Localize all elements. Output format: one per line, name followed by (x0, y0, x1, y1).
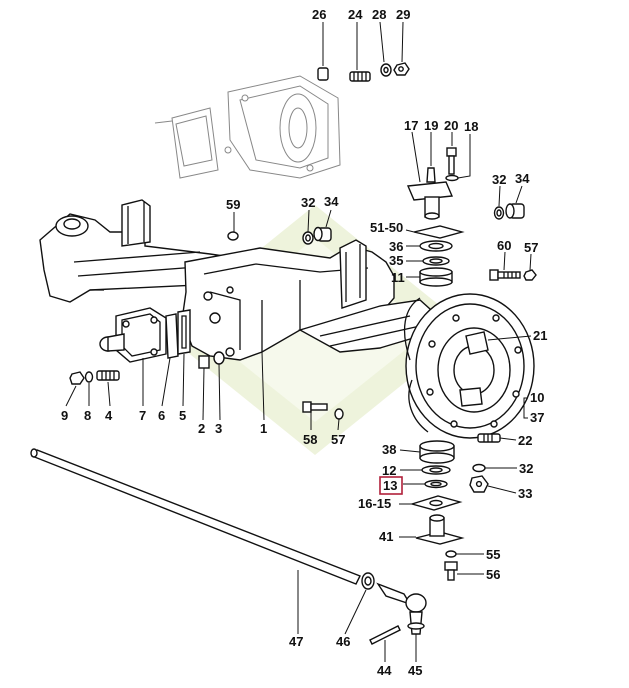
label-36: 36 (389, 239, 403, 254)
highlight-box-part-13 (379, 476, 403, 495)
label-32-low: 32 (519, 461, 533, 476)
stud-part-22 (477, 433, 501, 443)
differential-housing-ghost (154, 75, 341, 179)
label-5: 5 (179, 408, 186, 423)
label-4: 4 (105, 408, 113, 423)
label-24: 24 (348, 7, 363, 22)
bolt-part-58 (302, 401, 328, 413)
label-20: 20 (444, 118, 458, 133)
stud-part-4 (96, 370, 120, 381)
label-26: 26 (312, 7, 326, 22)
label-38: 38 (382, 442, 396, 457)
plug-part-2 (198, 355, 210, 369)
cap-part-59 (227, 231, 239, 241)
label-34-mid: 34 (324, 194, 339, 209)
label-21: 21 (533, 328, 547, 343)
tie-rod-part-47 (30, 448, 361, 585)
clamp-part-46 (361, 572, 375, 590)
washer-part-57-low (334, 408, 344, 420)
seal-part-35 (422, 256, 450, 266)
part-number-labels: 26 24 28 29 17 19 20 18 32 34 59 32 34 5… (61, 7, 547, 678)
bearing-part-38 (419, 440, 455, 464)
shim-part-51-50 (413, 225, 465, 239)
label-44: 44 (377, 663, 392, 678)
shim-part-16-15 (409, 495, 463, 511)
label-2: 2 (198, 421, 205, 436)
label-34-top: 34 (515, 171, 530, 186)
cover-plate-part-7 (99, 307, 167, 363)
axle-housing-part-1 (39, 199, 442, 361)
label-32-mid: 32 (301, 195, 315, 210)
bolt-part-60 (489, 269, 521, 281)
bolt-part-56 (444, 561, 458, 581)
washer-part-13 (424, 479, 448, 489)
seal-part-32-top (493, 206, 505, 220)
washer-part-8 (84, 371, 94, 383)
label-59: 59 (226, 197, 240, 212)
label-60: 60 (497, 238, 511, 253)
label-3: 3 (215, 421, 222, 436)
label-41: 41 (379, 529, 393, 544)
label-18: 18 (464, 119, 478, 134)
label-33: 33 (518, 486, 532, 501)
label-9: 9 (61, 408, 68, 423)
bottom-cap-part-41 (415, 514, 465, 545)
label-10: 10 (530, 390, 544, 405)
gasket-part-5 (177, 309, 191, 355)
gasket-part-6 (165, 313, 179, 359)
bearing-part-11 (419, 267, 453, 287)
label-51-50: 51-50 (370, 220, 403, 235)
label-35: 35 (389, 253, 403, 268)
leader-lines (65, 21, 532, 662)
label-28: 28 (372, 7, 386, 22)
nut-part-57-top (523, 269, 537, 281)
bushing-part-34-top (505, 203, 525, 219)
label-1: 1 (260, 421, 267, 436)
wheel-hub-part-21 (403, 293, 535, 439)
seal-part-32-mid (302, 231, 314, 245)
label-13: 13 (383, 478, 397, 493)
label-56: 56 (486, 567, 500, 582)
label-12: 12 (382, 463, 396, 478)
washer-part-28 (380, 63, 392, 77)
nut-part-33 (469, 475, 489, 493)
label-6: 6 (158, 408, 165, 423)
grease-nipple-part-19 (426, 167, 436, 183)
label-55: 55 (486, 547, 500, 562)
ball-joint-part-45 (376, 582, 427, 635)
stud-part-24 (349, 71, 371, 82)
washer-part-18 (445, 174, 459, 182)
bearing-part-36 (419, 240, 453, 252)
label-8: 8 (84, 408, 91, 423)
label-11: 11 (391, 270, 405, 285)
cotter-pin-part-44 (369, 625, 401, 645)
label-46: 46 (336, 634, 350, 649)
label-7: 7 (139, 408, 146, 423)
steering-arm-part-17 (406, 181, 454, 220)
nut-part-9 (69, 371, 85, 385)
bushing-part-34-mid (313, 226, 332, 242)
label-16-15: 16-15 (358, 496, 391, 511)
washer-part-32-low (472, 463, 486, 473)
washer-part-3 (213, 351, 225, 365)
label-17: 17 (404, 118, 418, 133)
label-45: 45 (408, 663, 422, 678)
label-22: 22 (518, 433, 532, 448)
pin-part-26 (317, 67, 329, 81)
label-32-top: 32 (492, 172, 506, 187)
label-37: 37 (530, 410, 544, 425)
label-58: 58 (303, 432, 317, 447)
label-19: 19 (424, 118, 438, 133)
label-57-low: 57 (331, 432, 345, 447)
label-29: 29 (396, 7, 410, 22)
label-47: 47 (289, 634, 303, 649)
screw-part-20 (446, 147, 457, 175)
washer-part-55 (445, 550, 457, 558)
seal-part-12 (421, 465, 451, 475)
nut-part-29 (393, 62, 410, 76)
label-57-top: 57 (524, 240, 538, 255)
